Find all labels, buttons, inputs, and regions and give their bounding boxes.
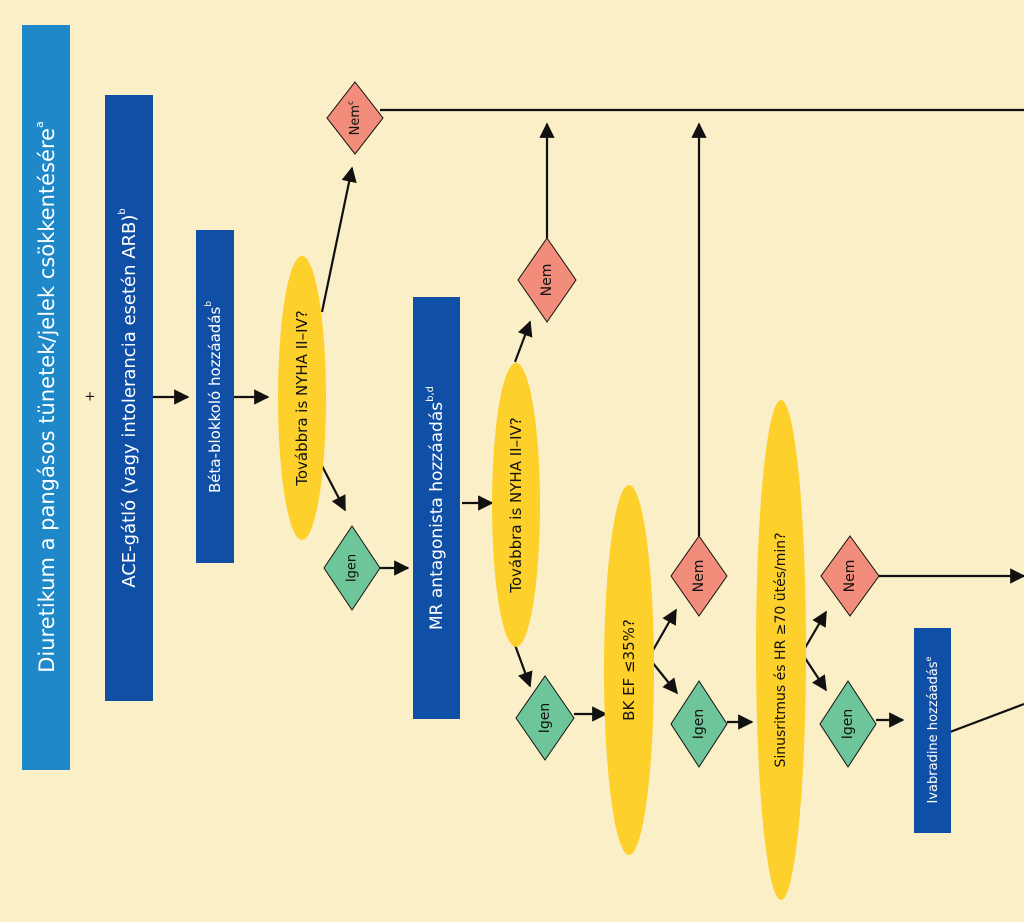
line-ivabradine-to-right	[949, 702, 1024, 734]
arrow-sinus-to-no4	[804, 610, 827, 649]
box-ivabradine	[914, 628, 951, 833]
label-diuretic: Diuretikum a pangásos tünetek/jelek csök…	[33, 121, 60, 673]
label-no-2: Nem	[539, 264, 555, 297]
arrow-ef-to-yes3	[651, 661, 678, 695]
label-beta-blocker: Béta-blokkoló hozzáadásb	[204, 301, 224, 493]
label-no-4: Nem	[842, 560, 858, 593]
diamond-no-3	[670, 535, 728, 617]
label-yes-1: Igen	[345, 554, 360, 582]
label-no-1: Nemc	[346, 101, 363, 136]
box-mr-antagonist	[413, 297, 460, 719]
label-question-sinus: Sinusritmus és HR ≥70 ütés/min?	[773, 532, 789, 767]
label-no-3: Nem	[691, 560, 707, 593]
arrow-nyha2-to-yes2	[513, 644, 533, 688]
arrow-nyha1-to-yes1	[319, 461, 346, 512]
question-sinus	[756, 400, 806, 900]
connector-lines	[152, 108, 1024, 734]
label-ivabradine: Ivabradine hozzáadáse	[924, 656, 941, 803]
diamond-yes-1	[323, 525, 381, 611]
question-nyha-1	[278, 256, 326, 540]
diamond-no-2	[517, 237, 577, 323]
label-question-ef: BK EF ≤35%?	[620, 619, 638, 721]
box-ace-inhibitor	[105, 95, 153, 701]
question-ef	[604, 485, 654, 855]
arrow-ef-to-no3	[651, 608, 677, 653]
label-question-nyha-1: Továbbra is NYHA II–IV?	[293, 310, 311, 486]
label-mr-antagonist: MR antagonista hozzáadásb,d	[425, 386, 448, 630]
arrow-nyha2-to-no2	[513, 320, 533, 363]
label-yes-4: Igen	[840, 709, 856, 740]
label-ace-inhibitor: ACE-gátló (vagy intolerancia esetén ARB)…	[117, 208, 140, 588]
box-beta-blocker	[196, 230, 234, 563]
label-yes-3: Igen	[691, 709, 707, 740]
label-yes-2: Igen	[537, 703, 553, 734]
diamond-yes-4	[819, 680, 877, 768]
arrow-nyha1-to-no1	[320, 166, 357, 313]
box-diuretic	[22, 25, 70, 770]
question-nyha-2	[492, 363, 540, 647]
label-question-nyha-2: Továbbra is NYHA II–IV?	[507, 417, 525, 593]
diamond-yes-3	[670, 680, 728, 768]
plus-sign: +	[85, 390, 96, 405]
arrow-sinus-to-yes4	[804, 657, 827, 692]
diamond-no-1	[326, 81, 384, 155]
diamond-no-4	[820, 535, 880, 617]
diamond-yes-2	[515, 675, 575, 761]
